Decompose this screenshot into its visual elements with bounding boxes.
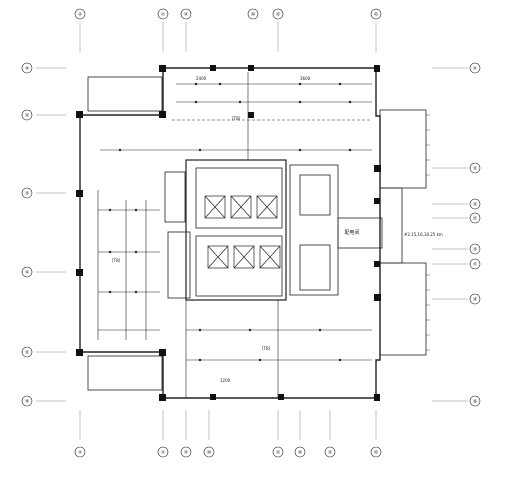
axis-bubble-right: ⑰ <box>473 261 478 268</box>
annotation-text: #2.15,16,18.25 km <box>404 232 443 237</box>
axis-bubble-top: ⑳ <box>251 11 256 18</box>
axis-bubble-right: ⑬ <box>473 246 478 253</box>
axis-bubble-right: ⑬ <box>473 165 478 172</box>
axis-bubble-right: ⑬ <box>473 215 478 222</box>
axis-bubble-left: ⑫ <box>25 269 30 276</box>
axis-bubble-bottom: ⑪ <box>161 449 166 456</box>
dimension-label: 2400 <box>196 76 207 81</box>
axis-bubble-bottom: ⑬ <box>276 449 281 456</box>
axis-bubble-left: ⑭ <box>25 398 30 405</box>
axis-bubble-bottom: ④ <box>78 450 82 455</box>
axis-bubble-bottom: ⑫ <box>184 449 189 456</box>
axis-bubble-top: ⑫ <box>184 11 189 18</box>
axis-bubble-top: ⑬ <box>276 11 281 18</box>
axis-bubble-top: ㉓ <box>374 11 379 18</box>
room-mark: [TB] <box>112 258 121 263</box>
axis-bubble-right: ㉑ <box>473 65 478 72</box>
axis-bubble-left: ⑬ <box>25 190 30 197</box>
axis-bubble-bottom: ⑮ <box>328 449 333 456</box>
axis-bubble-left: ⑬ <box>25 112 30 119</box>
dimension-label: 1200 <box>220 378 231 383</box>
axis-bubble-bottom: ㉓ <box>374 449 379 456</box>
room-mark: [TB] <box>232 116 241 121</box>
axis-bubble-bottom: ⑳ <box>207 449 212 456</box>
dimension-label: 3600 <box>300 76 311 81</box>
axis-bubble-top: ④ <box>78 12 82 17</box>
center-panel-label: 配电间 <box>344 229 359 236</box>
axis-bubble-left: ⑬ <box>25 349 30 356</box>
axis-bubble-right: ⑬ <box>473 201 478 208</box>
axis-bubble-left: ⑩ <box>25 66 29 71</box>
axis-bubble-bottom: ⑭ <box>298 449 303 456</box>
room-mark: [TB] <box>262 346 271 351</box>
axis-bubble-top: ⑪ <box>161 11 166 18</box>
axis-bubble-right: ⑭ <box>473 296 478 303</box>
axis-bubble-right: ⑯ <box>473 398 478 405</box>
